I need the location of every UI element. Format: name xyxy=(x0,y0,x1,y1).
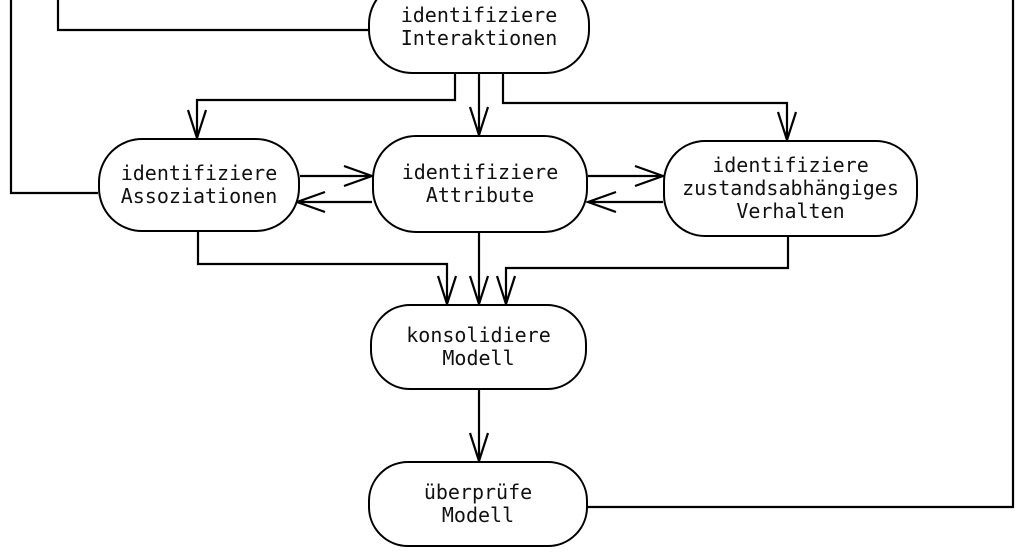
node-label-line: Modell xyxy=(442,346,515,370)
node-label-line: identifiziere xyxy=(120,161,278,185)
edge-assoziationen-to-attribute xyxy=(300,164,376,188)
edge-verhalten-to-attribute xyxy=(584,190,663,214)
edge-interaktionen-to-verhalten xyxy=(501,74,798,144)
node-label-line: Attribute xyxy=(425,183,535,207)
edge-assoziationen-to-konsolidiere xyxy=(196,232,458,308)
node-identifiziere-interaktionen: identifiziere Interaktionen xyxy=(368,0,590,74)
edge-top-loop-to-interaktionen xyxy=(56,0,368,32)
node-label-line: konsolidiere xyxy=(406,323,551,347)
node-label-line: Interaktionen xyxy=(400,26,558,50)
node-label-line: identifiziere xyxy=(712,153,869,177)
edge-attribute-to-assoziationen xyxy=(293,190,372,214)
node-label-line: identifiziere xyxy=(400,3,558,27)
node-label-line: Assoziationen xyxy=(120,184,278,208)
edge-ueberpruefe-feedback-loop xyxy=(588,0,1015,509)
node-label-line: überprüfe xyxy=(423,480,533,504)
edge-attribute-to-konsolidiere xyxy=(468,233,490,308)
node-label-line: Verhalten xyxy=(736,199,845,223)
node-identifiziere-assoziationen: identifiziere Assoziationen xyxy=(98,138,300,232)
node-label-line: Modell xyxy=(441,503,515,527)
node-label-line: zustandsabhängiges xyxy=(682,176,899,200)
edge-top-loop-to-assoziationen xyxy=(9,0,98,195)
edge-attribute-to-verhalten xyxy=(588,164,667,188)
edge-konsolidiere-to-ueberpruefe xyxy=(468,390,490,465)
node-identifiziere-zustandsabhaengiges-verhalten: identifiziere zustandsabhängiges Verhalt… xyxy=(663,140,918,237)
edge-interaktionen-to-assoziationen xyxy=(186,74,457,142)
node-konsolidiere-modell: konsolidiere Modell xyxy=(370,304,587,390)
node-identifiziere-attribute: identifiziere Attribute xyxy=(372,135,588,233)
edge-interaktionen-to-attribute xyxy=(468,74,490,139)
node-ueberpruefe-modell: überprüfe Modell xyxy=(368,461,588,547)
edge-verhalten-to-konsolidiere xyxy=(495,237,790,308)
node-label-line: identifiziere xyxy=(401,160,559,184)
